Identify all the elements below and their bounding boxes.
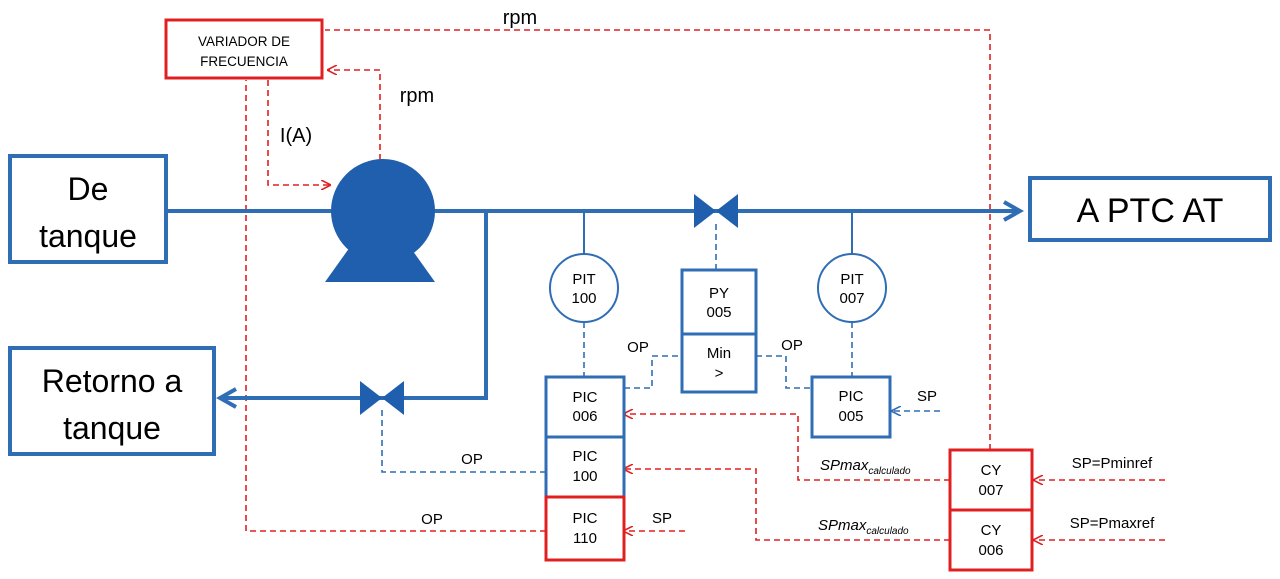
svg-text:PIC: PIC [572,389,597,406]
label-sp-pmaxref: SP=Pmaxref [1070,515,1155,532]
svg-text:PIC: PIC [572,510,597,527]
pump-icon [325,159,435,282]
process-piping [168,211,1020,398]
vfd-line1: VARIADOR DE [198,34,290,49]
pic-110: PIC 110 [544,495,626,562]
terminal-return-tank: Retorno a tanque [8,346,216,456]
label-op-py-right: OP [781,337,803,354]
pic-006: PIC 006 [544,375,626,439]
svg-text:007: 007 [839,290,864,307]
label-rpm-pump: rpm [400,85,434,107]
cy-007: CY 007 [948,448,1034,512]
label-current: I(A) [280,125,312,147]
py-005: PY 005 [680,268,758,336]
vfd-box: VARIADOR DE FRECUENCIA [164,18,324,80]
pit-100: PIT 100 [549,253,619,323]
terminal-from-tank-line2: tanque [39,218,137,254]
control-valve-main [694,194,738,228]
svg-text:PY: PY [709,285,729,302]
svg-text:100: 100 [572,468,597,485]
svg-text:PIC: PIC [838,388,863,405]
svg-text:005: 005 [706,304,731,321]
label-op-valve: OP [461,451,483,468]
label-op-py-left: OP [627,339,649,356]
terminal-to-ptc: A PTC AT [1028,176,1272,242]
control-valve-return [360,381,404,415]
terminal-return-tank-line1: Retorno a [42,363,183,399]
svg-text:CY: CY [981,522,1002,539]
label-spmax-calc-2: SPmaxcalculado [818,517,909,537]
label-op-vfd: OP [421,511,443,528]
pic-100: PIC 100 [544,435,626,499]
terminal-from-tank: De tanque [8,154,168,264]
svg-text:PIT: PIT [572,271,595,288]
terminal-return-tank-line2: tanque [63,410,161,446]
svg-text:PIC: PIC [572,448,597,465]
terminal-to-ptc-label: A PTC AT [1077,192,1224,230]
label-sp-pic005: SP [917,388,937,405]
blue-signal-lines [381,224,940,473]
red-signal-lines [245,29,1165,540]
svg-text:110: 110 [573,530,597,547]
svg-text:>: > [715,365,724,382]
cy-006: CY 006 [948,508,1034,572]
terminal-from-tank-line1: De [68,171,109,207]
label-spmax-calc-1: SPmaxcalculado [820,457,911,477]
pit-007: PIT 007 [817,253,887,323]
label-sp-pminref: SP=Pminref [1072,455,1153,472]
label-rpm-top: rpm [503,7,537,29]
svg-text:PIT: PIT [840,271,863,288]
svg-text:Min: Min [707,345,731,362]
svg-text:005: 005 [838,408,863,425]
min-selector: Min > [680,332,758,394]
vfd-line2: FRECUENCIA [200,54,288,69]
svg-text:CY: CY [981,462,1002,479]
svg-text:100: 100 [571,290,596,307]
label-sp-pic110: SP [652,510,672,527]
pic-005: PIC 005 [810,375,892,439]
svg-text:006: 006 [978,542,1003,559]
svg-text:006: 006 [572,408,597,425]
svg-text:007: 007 [978,482,1003,499]
